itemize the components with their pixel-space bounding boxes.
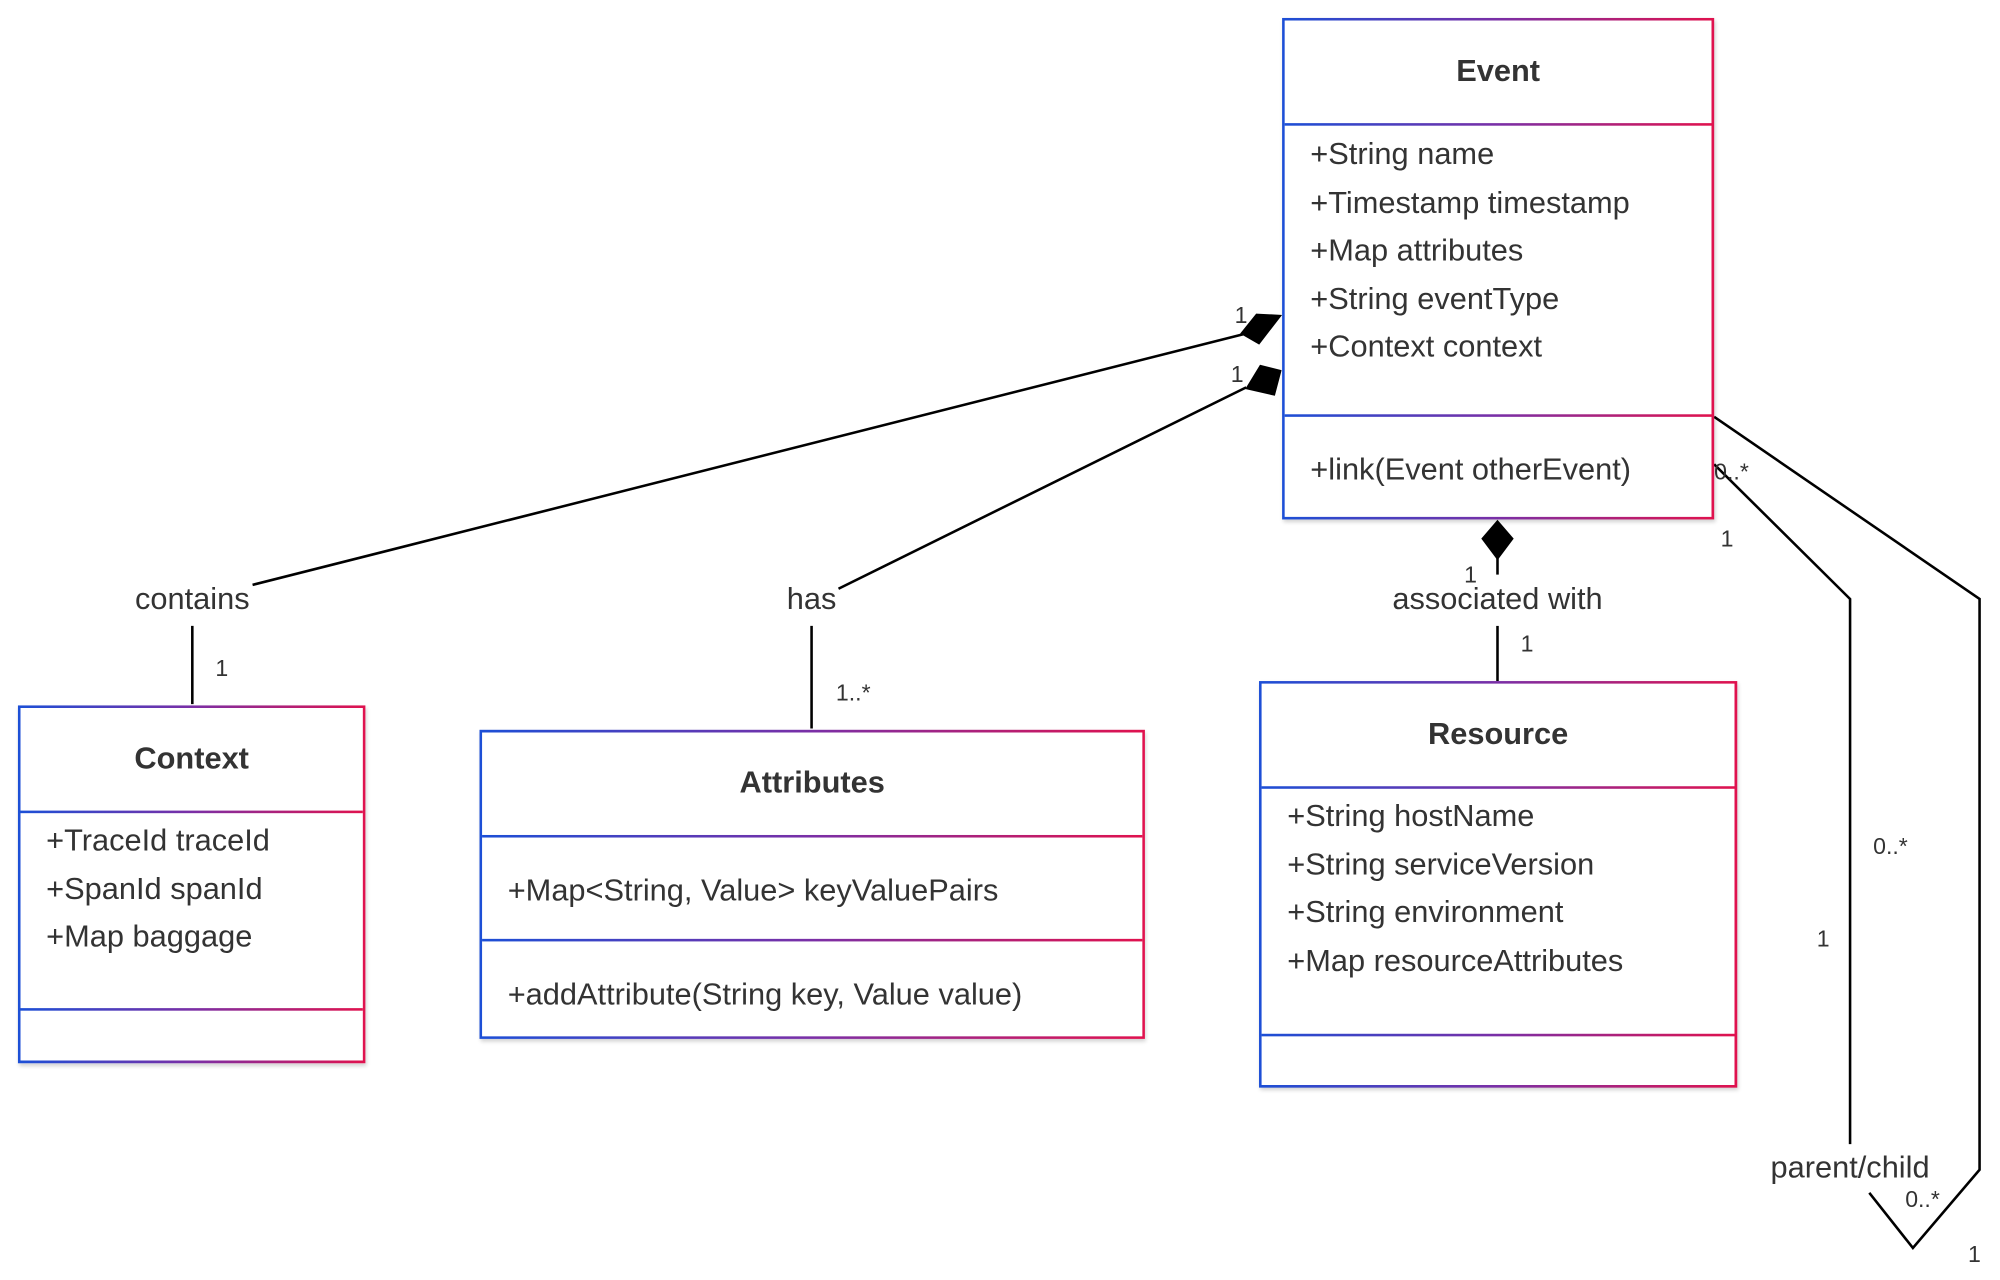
relation-label-associated: associated with [1392, 581, 1602, 616]
composition-diamond-has [1245, 364, 1282, 396]
class-resource-attribute: +String environment [1287, 895, 1564, 930]
class-context-divider [20, 1008, 363, 1011]
relation-label-contains: contains [135, 581, 250, 616]
class-event-attribute: +Map attributes [1310, 233, 1524, 269]
multiplicity-parent-child-b: 1 [1721, 525, 1734, 551]
class-resource-attributes: +String hostName +String serviceVersion … [1262, 789, 1735, 1034]
parent-child-line-left [1713, 463, 1852, 1145]
class-resource-title: Resource [1427, 716, 1569, 752]
class-event-methods: +link(Event otherEvent) [1285, 417, 1712, 495]
multiplicity-has-event: 1 [1231, 361, 1244, 387]
class-resource[interactable]: Resource +String hostName +String servic… [1259, 681, 1737, 1088]
class-context-attribute: +SpanId spanId [46, 871, 263, 907]
multiplicity-parent-child-a: 0..* [1714, 459, 1749, 485]
class-event-divider [1284, 414, 1712, 417]
class-event-attribute: +String name [1310, 137, 1495, 172]
class-resource-divider [1261, 786, 1735, 789]
class-attributes-divider [482, 938, 1143, 942]
composition-diamond-contains [1240, 313, 1283, 345]
multiplicity-associated-resource: 1 [1521, 631, 1534, 657]
multiplicity-parent-child-c: 0..* [1873, 833, 1908, 859]
multiplicity-associated-event: 1 [1464, 561, 1477, 587]
class-context-attribute: +TraceId traceId [46, 823, 270, 859]
multiplicity-parent-child-f: 1 [1968, 1241, 1981, 1267]
relation-label-parent-child: parent/child [1771, 1149, 1930, 1184]
class-resource-attribute: +String serviceVersion [1287, 847, 1595, 882]
class-event-attribute: +Context context [1310, 329, 1543, 365]
class-event-method: +link(Event otherEvent) [1310, 452, 1631, 488]
multiplicity-has-attributes: 1..* [836, 679, 871, 705]
class-resource-divider [1261, 1033, 1735, 1037]
multiplicity-parent-child-d: 1 [1817, 926, 1830, 952]
class-attributes-attributes: +Map<String, Value> keyValuePairs [482, 838, 1142, 939]
multiplicity-contains-context: 1 [215, 655, 228, 681]
class-attributes-methods: +addAttribute(String key, Value value) [482, 941, 1142, 1019]
class-attributes-method: +addAttribute(String key, Value value) [507, 977, 1023, 1012]
class-context-attributes: +TraceId traceId +SpanId spanId +Map bag… [21, 813, 363, 1008]
class-event-attribute: +Timestamp timestamp [1310, 185, 1630, 220]
relation-label-has: has [787, 581, 837, 616]
multiplicity-parent-child-e: 0..* [1905, 1186, 1940, 1212]
class-context-title: Context [134, 741, 249, 776]
contains-line-upper [252, 332, 1247, 587]
class-context-attribute: +Map baggage [46, 919, 253, 955]
class-event-attributes: +String name +Timestamp timestamp +Map a… [1285, 126, 1712, 415]
composition-diamond-associated [1481, 519, 1514, 561]
class-context-divider [20, 810, 363, 814]
class-attributes-divider [482, 834, 1143, 838]
class-attributes[interactable]: Attributes +Map<String, Value> keyValueP… [480, 730, 1145, 1039]
class-attributes-title: Attributes [739, 765, 885, 801]
class-event-divider [1284, 123, 1712, 126]
class-event[interactable]: Event +String name +Timestamp timestamp … [1282, 18, 1714, 519]
class-attributes-attribute: +Map<String, Value> keyValuePairs [507, 873, 999, 909]
parent-child-line-right [1713, 415, 1981, 1250]
multiplicity-contains-event: 1 [1235, 302, 1248, 328]
class-event-title: Event [1456, 53, 1541, 89]
class-resource-attribute: +String hostName [1287, 799, 1535, 834]
class-event-attribute: +String eventType [1310, 281, 1560, 317]
class-context[interactable]: Context +TraceId traceId +SpanId spanId … [18, 705, 365, 1063]
class-resource-attribute: +Map resourceAttributes [1287, 943, 1624, 978]
has-line-upper [837, 386, 1247, 590]
